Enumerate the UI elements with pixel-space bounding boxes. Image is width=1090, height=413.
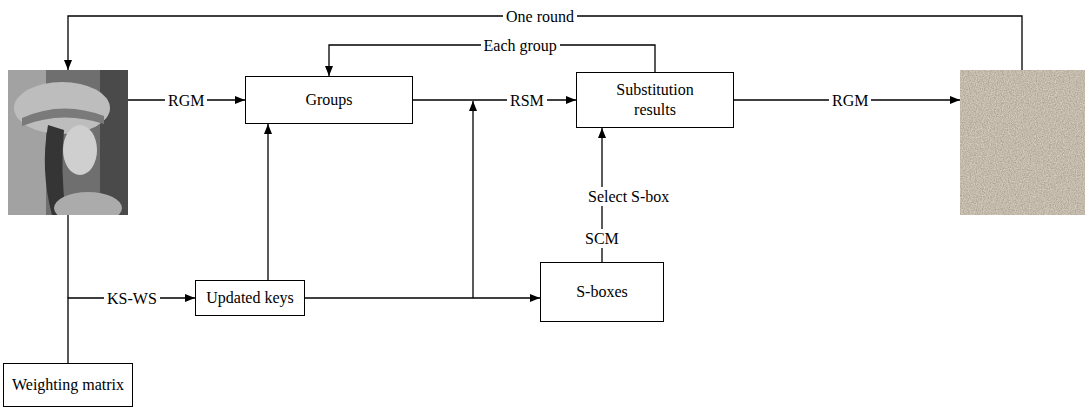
photo-shoulder xyxy=(54,192,122,215)
box-text: S-boxes xyxy=(576,282,628,302)
box-text: Updated keys xyxy=(206,288,294,308)
box-text: Groups xyxy=(305,90,352,110)
lena-photo xyxy=(8,70,128,215)
connector-label: Each group xyxy=(481,36,560,55)
process-box: Groups xyxy=(245,76,413,124)
process-box: Substitution results xyxy=(576,72,734,128)
process-box: Weighting matrix xyxy=(3,363,133,407)
box-text: Substitution results xyxy=(605,80,705,120)
photo-face xyxy=(63,125,97,175)
connector-arrow xyxy=(413,99,576,100)
line-label: One round xyxy=(503,7,577,26)
photo-ground xyxy=(8,70,128,215)
line-label: RGM xyxy=(165,91,207,110)
connector-label: KS-WS xyxy=(104,289,160,308)
encrypted-noise-image xyxy=(960,70,1085,215)
process-box: S-boxes xyxy=(540,262,664,322)
line-label: RGM xyxy=(829,91,871,110)
photo-hat xyxy=(14,82,110,134)
connector-label: SCM xyxy=(582,229,622,248)
photo-hat-band xyxy=(22,108,104,126)
connector-arrow xyxy=(305,297,540,298)
box-text: Weighting matrix xyxy=(12,375,124,395)
connector-arrow xyxy=(68,298,195,363)
process-box: Updated keys xyxy=(195,280,305,316)
key-branch-line xyxy=(472,101,473,298)
connector-label: Select S-box xyxy=(585,187,672,206)
connector-arrow xyxy=(267,124,268,280)
photo-feathers xyxy=(100,70,128,215)
connector-label: RSM xyxy=(507,91,547,110)
image-to-weight-line xyxy=(67,215,68,298)
